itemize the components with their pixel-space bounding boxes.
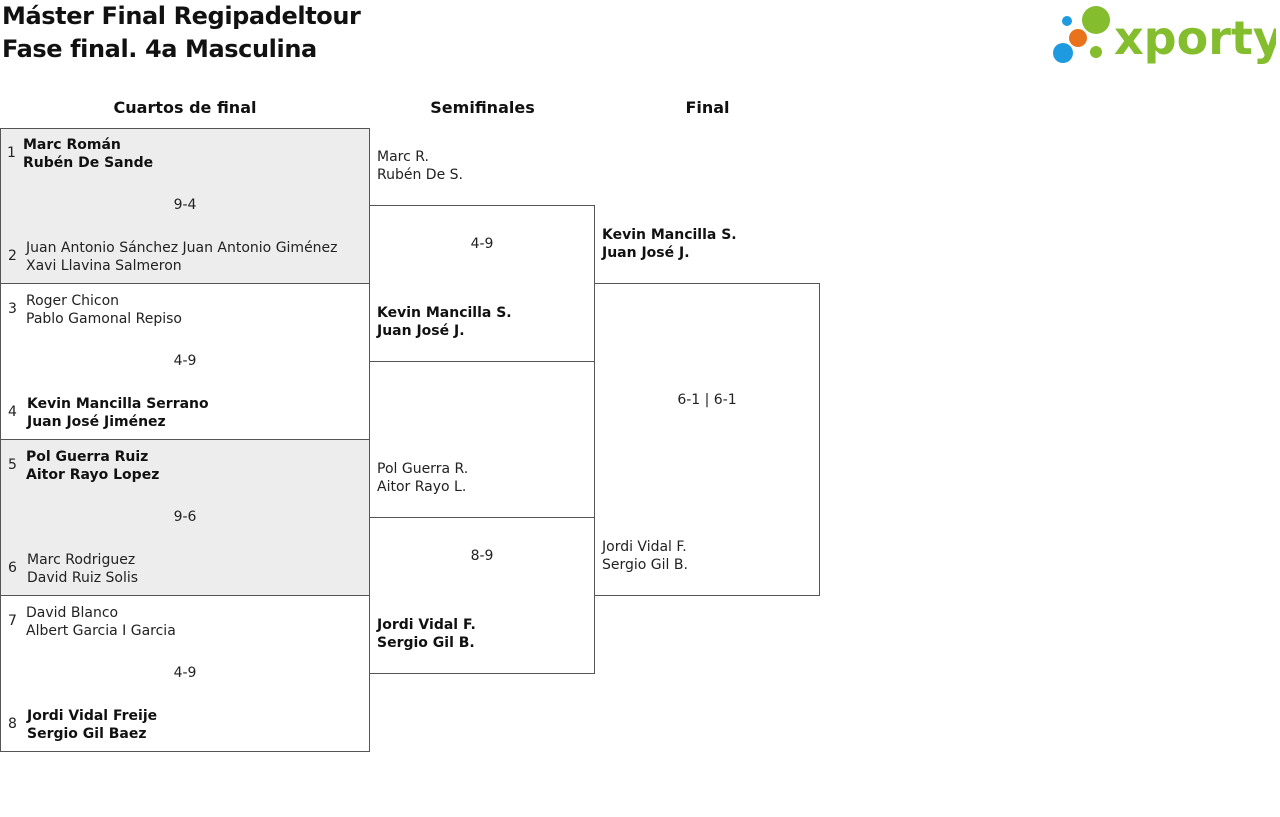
quarterfinal-2-score: 4-9 [173,353,197,369]
logo-dot-blue [1053,43,1073,63]
seed-number: 3 [8,301,17,317]
logo-dot-green-large [1082,6,1110,34]
quarterfinal-3-score: 9-6 [173,509,197,525]
quarterfinal-match-1[interactable] [0,128,370,284]
player-name: Rubén De S. [377,167,463,183]
player-name: Pol Guerra Ruiz [26,449,149,465]
seed-number: 5 [8,457,17,473]
xporty-logo[interactable]: xporty [1052,4,1276,68]
player-name: Juan José Jiménez [27,414,166,430]
tournament-title: Máster Final Regipadeltour [2,2,361,30]
logo-dot-blue-small [1062,16,1072,26]
seed-number: 8 [8,716,17,732]
quarterfinal-2-team-2[interactable]: Kevin Mancilla Serrano Juan José Jiménez [27,395,209,431]
quarterfinal-4-score: 4-9 [173,665,197,681]
quarterfinal-4-team-2[interactable]: Jordi Vidal Freije Sergio Gil Baez [27,707,157,743]
column-header-semifinals: Semifinales [430,98,535,117]
player-name: Pol Guerra R. [377,461,469,477]
column-header-quarterfinals: Cuartos de final [113,98,257,117]
player-name: Roger Chicon [26,293,120,309]
seed-number: 2 [8,248,17,264]
player-name: Sergio Gil Baez [27,726,147,742]
semifinal-1-score: 4-9 [470,236,494,252]
quarterfinal-1-team-1[interactable]: Marc Román Rubén De Sande [23,136,153,172]
quarterfinal-1-score: 9-4 [173,197,197,213]
player-name: Pablo Gamonal Repiso [26,311,182,327]
xporty-logo-graphic: xporty [1053,6,1276,65]
player-name: Juan José J. [377,323,465,339]
quarterfinal-1-team-2[interactable]: Juan Antonio Sánchez Juan Antonio Giméne… [26,239,338,275]
semifinal-2-team-1[interactable]: Pol Guerra R. Aitor Rayo L. [377,460,468,496]
player-name: Marc Rodriguez [27,552,136,568]
player-name: Kevin Mancilla S. [602,227,737,243]
final-team-2[interactable]: Jordi Vidal F. Sergio Gil B. [602,538,688,574]
player-name: Sergio Gil B. [377,635,475,651]
player-name: Jordi Vidal Freije [27,708,158,724]
column-header-final: Final [685,98,730,117]
logo-dot-green-small [1090,46,1102,58]
final-team-1[interactable]: Kevin Mancilla S. Juan José J. [602,226,737,262]
player-name: Marc R. [377,149,429,165]
seed-number: 4 [8,404,17,420]
quarterfinal-match-3[interactable] [0,439,370,596]
final-score: 6-1 | 6-1 [677,392,737,408]
logo-dot-orange [1069,29,1087,47]
seed-number: 6 [8,560,17,576]
player-name: Marc Román [23,137,121,153]
player-name: Sergio Gil B. [602,557,688,573]
player-name: Jordi Vidal F. [377,617,476,633]
logo-text: xporty [1114,11,1276,65]
final-match[interactable] [594,283,820,596]
semifinal-1-team-2[interactable]: Kevin Mancilla S. Juan José J. [377,304,512,340]
quarterfinal-2-team-1[interactable]: Roger Chicon Pablo Gamonal Repiso [26,292,182,328]
quarterfinal-3-team-1[interactable]: Pol Guerra Ruiz Aitor Rayo Lopez [26,448,159,484]
player-name: Rubén De Sande [23,155,154,171]
player-name: Jordi Vidal F. [602,539,687,555]
player-name: Aitor Rayo Lopez [26,467,160,483]
player-name: Albert Garcia I Garcia [26,623,176,639]
semifinal-1-team-1[interactable]: Marc R. Rubén De S. [377,148,463,184]
player-name: David Ruiz Solis [27,570,139,586]
quarterfinal-4-team-1[interactable]: David Blanco Albert Garcia I Garcia [26,604,176,640]
seed-number: 7 [8,613,17,629]
player-name: Xavi Llavina Salmeron [26,258,182,274]
player-name: Kevin Mancilla S. [377,305,512,321]
player-name: Juan Antonio Sánchez Juan Antonio Giméne… [26,240,338,256]
tournament-subtitle: Fase final. 4a Masculina [2,35,317,63]
semifinal-2-team-2[interactable]: Jordi Vidal F. Sergio Gil B. [377,616,476,652]
player-name: Kevin Mancilla Serrano [27,396,209,412]
quarterfinal-3-team-2[interactable]: Marc Rodriguez David Ruiz Solis [27,551,138,587]
player-name: Juan José J. [602,245,690,261]
semifinal-2-score: 8-9 [470,548,494,564]
player-name: Aitor Rayo L. [377,479,467,495]
seed-number: 1 [7,145,16,161]
player-name: David Blanco [26,605,119,621]
